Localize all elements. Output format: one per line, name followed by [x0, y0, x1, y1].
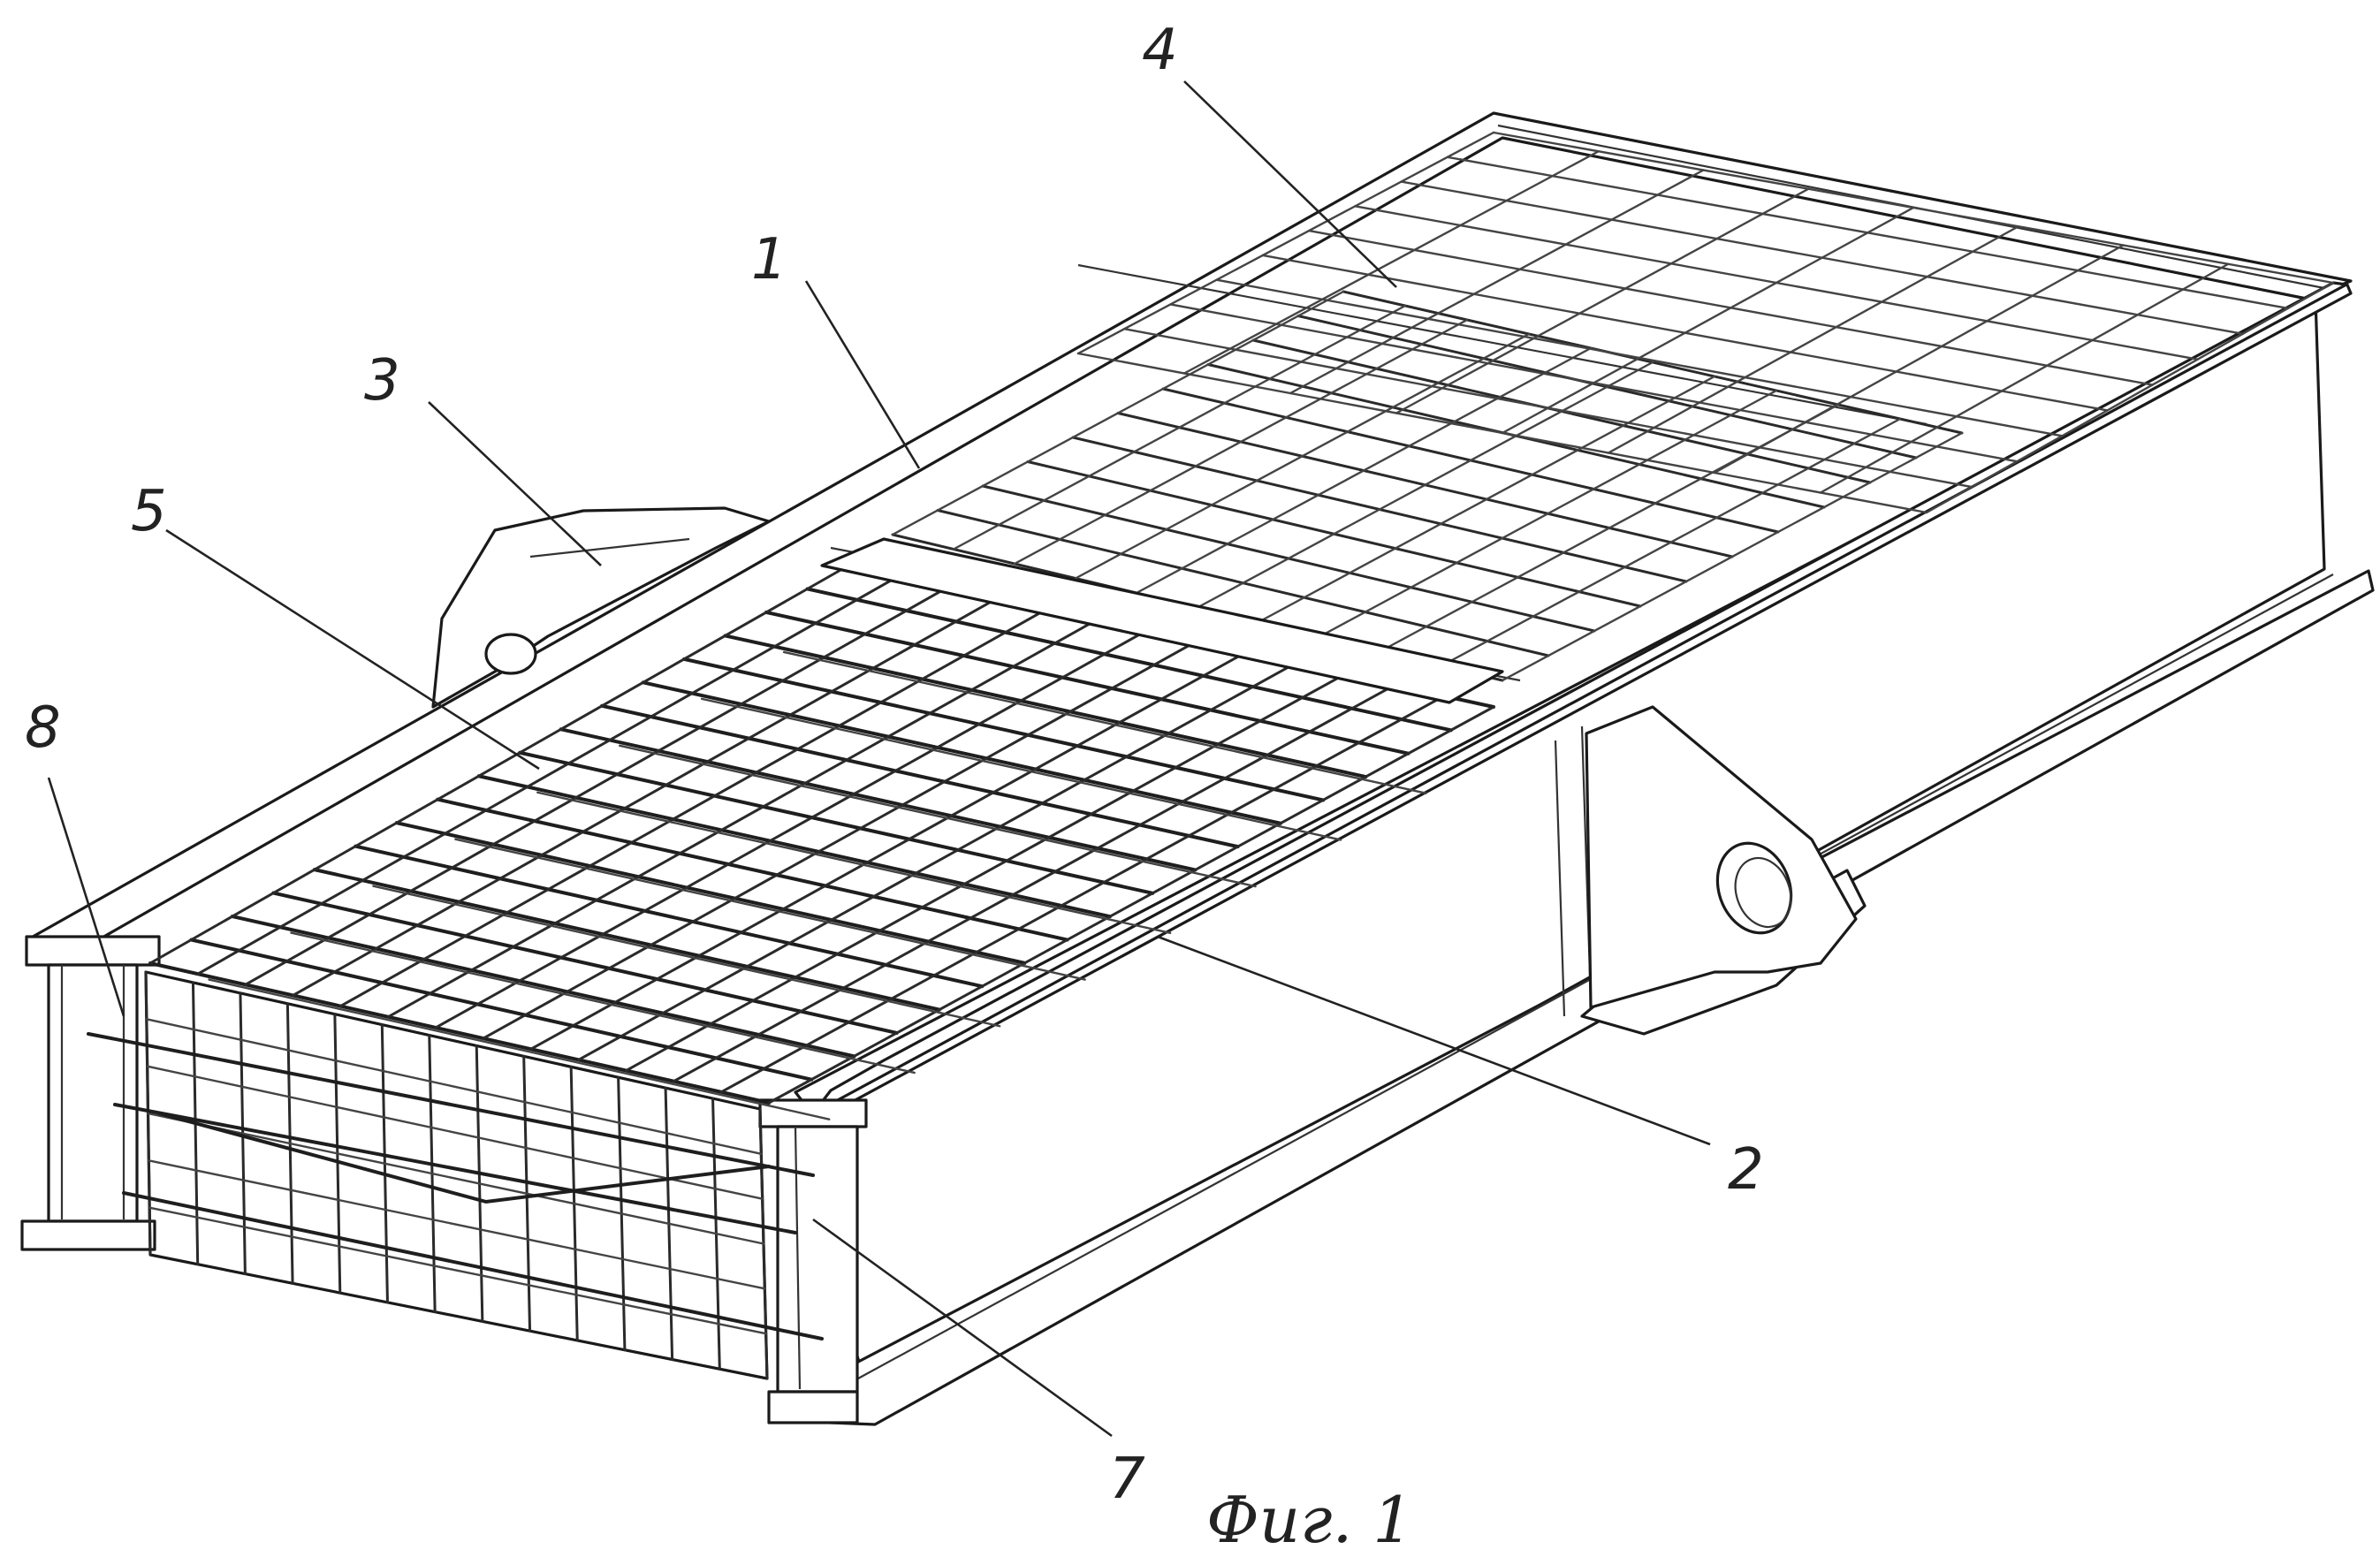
cage-longitudinal-bar [386, 619, 1099, 1019]
end-cage-horizontal-bar [145, 1018, 763, 1156]
cage-transverse-bar [148, 961, 771, 1105]
deck-grid-longitudinal-line [1607, 225, 2019, 454]
cage-transverse-bar [559, 727, 1198, 872]
deck-grid-longitudinal-line [1713, 244, 2125, 475]
reference-numerals: 1 2 3 4 5 7 8 Фиг. 1 [25, 18, 1764, 1557]
ref-label-5: 5 [131, 479, 167, 544]
ref-label-1: 1 [751, 227, 787, 292]
cage-transverse-bar [312, 868, 941, 1012]
far-cage-longitudinal-bar [1501, 431, 1964, 682]
end-cage-face [87, 970, 824, 1380]
leader-lines [47, 80, 1711, 1438]
cage-transverse-bar [271, 891, 899, 1035]
cage-longitudinal-bar [434, 629, 1148, 1029]
far-cage-longitudinal-bar [1013, 318, 1469, 566]
end-cage-horizontal-bar [148, 1159, 766, 1290]
cage-longitudinal-bar [672, 683, 1396, 1083]
cage-transverse-bar [354, 844, 985, 989]
cage-lower-bar [618, 744, 1257, 888]
cage-lower-bar [782, 650, 1427, 794]
end-cage-horizontal-bar [148, 1206, 767, 1335]
cage-transverse-bar [600, 703, 1240, 849]
mesh-gap-strip [820, 537, 1504, 704]
cage-longitudinal-bar [338, 607, 1049, 1008]
cage-lower-bar [290, 931, 916, 1075]
cage-lower-bar [454, 838, 1086, 981]
deck-grid-longitudinal-line [1819, 262, 2230, 494]
deck-grid-longitudinal-line [1182, 150, 1600, 375]
cage-transverse-bar [764, 610, 1411, 756]
left-lifting-lug [431, 506, 771, 709]
cage-transverse-bar [394, 821, 1027, 965]
cage-longitudinal-bar [244, 586, 949, 986]
ref-label-2: 2 [1728, 1137, 1764, 1203]
ref-label-4: 4 [1142, 18, 1178, 83]
cage-longitudinal-bar [148, 564, 850, 965]
far-cage-longitudinal-bar [1318, 389, 1778, 638]
cage-transverse-bar [805, 587, 1453, 733]
cage-transverse-bar [641, 680, 1282, 825]
reinforcement-cage-mesh [148, 564, 1495, 1120]
far-cage-longitudinal-bar [1074, 332, 1531, 580]
cage-longitudinal-bar [196, 574, 900, 976]
cage-transverse-bar [682, 657, 1326, 802]
front-girder [785, 281, 2375, 1426]
end-i-beam-left [20, 935, 161, 1251]
cage-lower-bar [700, 697, 1342, 841]
ref-label-8: 8 [25, 695, 61, 761]
deck-grid-longitudinal-line [1501, 206, 1915, 435]
cage-longitudinal-bar [577, 662, 1296, 1061]
end-cage-horizontal-bar [147, 1112, 765, 1245]
ref-label-3: 3 [364, 348, 400, 414]
cage-longitudinal-bar [529, 650, 1247, 1051]
right-lifting-lug [1580, 705, 1867, 1036]
cage-transverse-bar [436, 797, 1069, 942]
ref-label-7: 7 [1109, 1447, 1145, 1512]
cage-longitudinal-bar [719, 695, 1446, 1094]
far-deck-mesh [891, 131, 2335, 682]
far-cage-longitudinal-bar [1257, 375, 1716, 624]
deck-grid-longitudinal-line [1395, 187, 1810, 414]
cage-transverse-bar [189, 938, 814, 1082]
cage-lower-bar [372, 885, 1001, 1028]
deck-grid-longitudinal-line [1289, 169, 1705, 395]
far-cage-longitudinal-bar [1196, 361, 1654, 609]
deck-grid-longitudinal-line [1925, 281, 2335, 514]
cage-transverse-bar [518, 750, 1155, 895]
cage-transverse-bar [476, 774, 1112, 919]
end-cage-horizontal-bar [146, 1065, 764, 1200]
cage-lower-bar [536, 791, 1172, 935]
cage-longitudinal-bar [624, 672, 1347, 1073]
end-i-beam-right [758, 1098, 868, 1424]
far-cage-longitudinal-bar [952, 304, 1407, 551]
cage-transverse-bar [230, 915, 856, 1059]
far-cage-longitudinal-bar [891, 290, 1345, 536]
deck-grid-longitudinal-line [1076, 131, 1495, 355]
cage-lower-bar [208, 978, 831, 1120]
figure-caption: Фиг. 1 [1206, 1483, 1413, 1557]
cage-longitudinal-bar [767, 705, 1495, 1105]
far-cage-longitudinal-bar [1135, 346, 1593, 595]
cage-longitudinal-bar [482, 640, 1198, 1040]
cage-transverse-bar [723, 634, 1368, 779]
cage-longitudinal-bar [292, 596, 999, 997]
